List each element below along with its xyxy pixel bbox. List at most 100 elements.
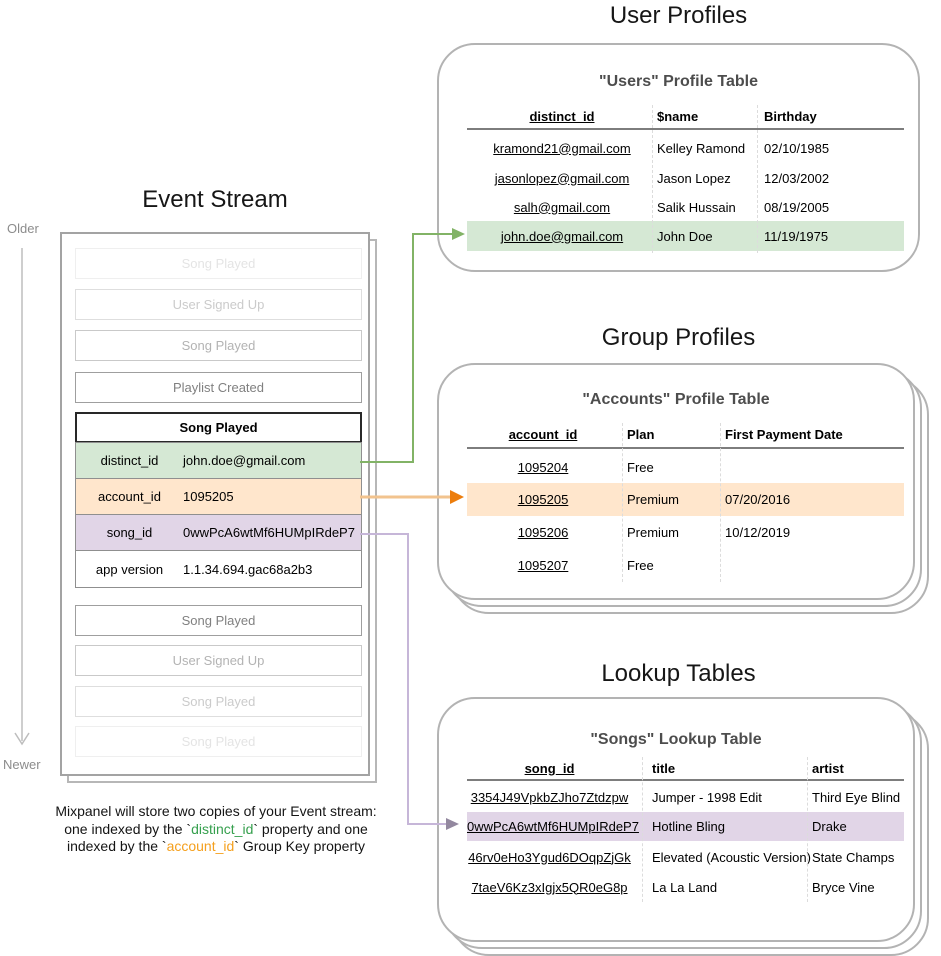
property-key: account_id	[98, 489, 161, 504]
column-header: Plan	[627, 426, 655, 442]
table-cell: Premium	[627, 492, 680, 507]
caption-line: indexed by the `account_id` Group Key pr…	[16, 838, 416, 856]
songs-table-title: "Songs" Lookup Table	[590, 731, 762, 748]
user-profiles-title: User Profiles	[609, 2, 748, 29]
table-cell: kramond21@gmail.com	[493, 140, 631, 156]
event-item: Song Played	[75, 605, 362, 636]
table-cell: Free	[627, 460, 654, 475]
event-stream-title: Event Stream	[142, 186, 288, 213]
table-cell: 12/03/2002	[764, 170, 830, 186]
column-header: song_id	[524, 760, 575, 776]
table-cell: Bryce Vine	[812, 879, 875, 895]
property-value: john.doe@gmail.com	[183, 453, 306, 468]
table-row: kramond21@gmail.com Kelley Ramond 02/10/…	[467, 133, 904, 163]
column-divider	[807, 757, 808, 902]
column-divider	[642, 757, 643, 902]
table-cell: Salik Hussain	[657, 199, 736, 215]
table-row: jasonlopez@gmail.com Jason Lopez 12/03/2…	[467, 163, 904, 193]
table-header-row: distinct_id $name Birthday	[467, 105, 904, 127]
column-divider	[622, 423, 623, 582]
event-property-row-distinct-id: distinct_id john.doe@gmail.com	[75, 442, 362, 479]
lookup-tables-title: Lookup Tables	[601, 660, 756, 687]
property-value: 0wwPcA6wtMf6HUMpIRdeP7	[183, 525, 355, 540]
header-divider	[467, 128, 904, 130]
table-cell: salh@gmail.com	[513, 199, 611, 215]
event-item: Song Played	[75, 330, 362, 361]
users-profile-card: "Users" Profile Table distinct_id $name …	[437, 43, 920, 272]
event-property-row-account-id: account_id 1095205	[75, 478, 362, 515]
caption-text: ` property and one	[253, 820, 368, 837]
event-property-row-song-id: song_id 0wwPcA6wtMf6HUMpIRdeP7	[75, 514, 362, 551]
newer-label: Newer	[3, 757, 41, 772]
caption-line: one indexed by the `distinct_id` propert…	[16, 821, 416, 839]
caption-text: indexed by the `	[66, 838, 167, 854]
property-key: distinct_id	[100, 453, 159, 468]
table-cell: 10/12/2019	[725, 525, 791, 540]
event-item: Song Played	[75, 686, 362, 717]
table-cell: 08/19/2005	[764, 199, 830, 215]
caption: Mixpanel will store two copies of your E…	[16, 803, 416, 856]
table-cell: Premium	[627, 525, 680, 540]
event-item: Playlist Created	[75, 372, 362, 403]
caption-text: one indexed by the `	[64, 820, 192, 837]
accounts-profile-card: "Accounts" Profile Table account_id Plan…	[437, 363, 915, 600]
table-row: salh@gmail.com Salik Hussain 08/19/2005	[467, 192, 904, 222]
table-row: 1095206 Premium 10/12/2019	[467, 516, 904, 549]
column-divider	[757, 105, 758, 253]
table-header-row: account_id Plan First Payment Date	[467, 423, 904, 445]
timeline-arrow-icon	[14, 732, 30, 746]
expanded-event-title: Song Played	[75, 412, 362, 443]
table-row-highlighted: john.doe@gmail.com John Doe 11/19/1975	[467, 221, 904, 251]
property-value: 1.1.34.694.gac68a2b3	[183, 561, 313, 577]
table-cell: jasonlopez@gmail.com	[494, 170, 630, 186]
header-divider	[467, 447, 904, 449]
caption-account-id: account_id	[166, 838, 235, 854]
caption-line: Mixpanel will store two copies of your E…	[16, 803, 416, 821]
table-cell: State Champs	[812, 849, 895, 865]
table-cell: 1095207	[517, 558, 569, 573]
table-cell: Hotline Bling	[652, 819, 725, 834]
property-value: 1095205	[183, 489, 234, 504]
accounts-table-title: "Accounts" Profile Table	[582, 391, 770, 408]
table-cell: Elevated (Acoustic Version)	[652, 849, 811, 865]
timeline	[14, 248, 30, 746]
caption-text: Mixpanel will store two copies of your E…	[55, 803, 377, 819]
event-stream-container: Song Played User Signed Up Song Played P…	[60, 232, 370, 776]
column-header: distinct_id	[529, 108, 595, 124]
column-header: account_id	[508, 426, 578, 442]
users-table-title: "Users" Profile Table	[599, 73, 758, 90]
table-row: 3354J49VpkbZJho7Ztdzpw Jumper - 1998 Edi…	[467, 783, 904, 812]
table-cell: Free	[627, 558, 654, 573]
table-cell: 11/19/1975	[764, 228, 829, 244]
expanded-event: Song Played distinct_id john.doe@gmail.c…	[75, 412, 362, 588]
column-header: First Payment Date	[725, 426, 843, 442]
table-row: 7taeV6Kz3xIgjx5QR0eG8p La La Land Bryce …	[467, 872, 904, 902]
table-cell: 1095206	[517, 525, 569, 540]
table-cell: john.doe@gmail.com	[500, 228, 624, 244]
group-profiles-title: Group Profiles	[601, 324, 756, 351]
table-cell: 0wwPcA6wtMf6HUMpIRdeP7	[467, 819, 639, 834]
column-header: title	[652, 760, 676, 776]
table-cell: 1095205	[517, 492, 569, 507]
songs-lookup-card: "Songs" Lookup Table song_id title artis…	[437, 697, 915, 942]
caption-text: ` Group Key property	[234, 838, 366, 854]
table-row: 1095204 Free	[467, 452, 904, 483]
event-item: User Signed Up	[75, 289, 362, 320]
caption-distinct-id: distinct_id	[191, 820, 254, 837]
column-header: Birthday	[764, 108, 817, 124]
table-cell: Drake	[812, 819, 847, 834]
table-cell: 07/20/2016	[725, 492, 791, 507]
table-cell: 46rv0eHo3Ygud6DOqpZjGk	[468, 849, 631, 865]
table-cell: 02/10/1985	[764, 140, 830, 156]
table-cell: Jason Lopez	[657, 170, 731, 186]
table-cell: 3354J49VpkbZJho7Ztdzpw	[470, 790, 629, 805]
table-row: 46rv0eHo3Ygud6DOqpZjGk Elevated (Acousti…	[467, 842, 904, 872]
table-cell: 7taeV6Kz3xIgjx5QR0eG8p	[471, 879, 628, 895]
older-label: Older	[7, 221, 39, 236]
table-cell: Kelley Ramond	[657, 140, 746, 156]
event-item: Song Played	[75, 726, 362, 757]
table-row-highlighted: 1095205 Premium 07/20/2016	[467, 483, 904, 516]
column-header: $name	[657, 108, 699, 124]
property-key: app version	[95, 561, 164, 577]
property-key: song_id	[106, 525, 153, 540]
